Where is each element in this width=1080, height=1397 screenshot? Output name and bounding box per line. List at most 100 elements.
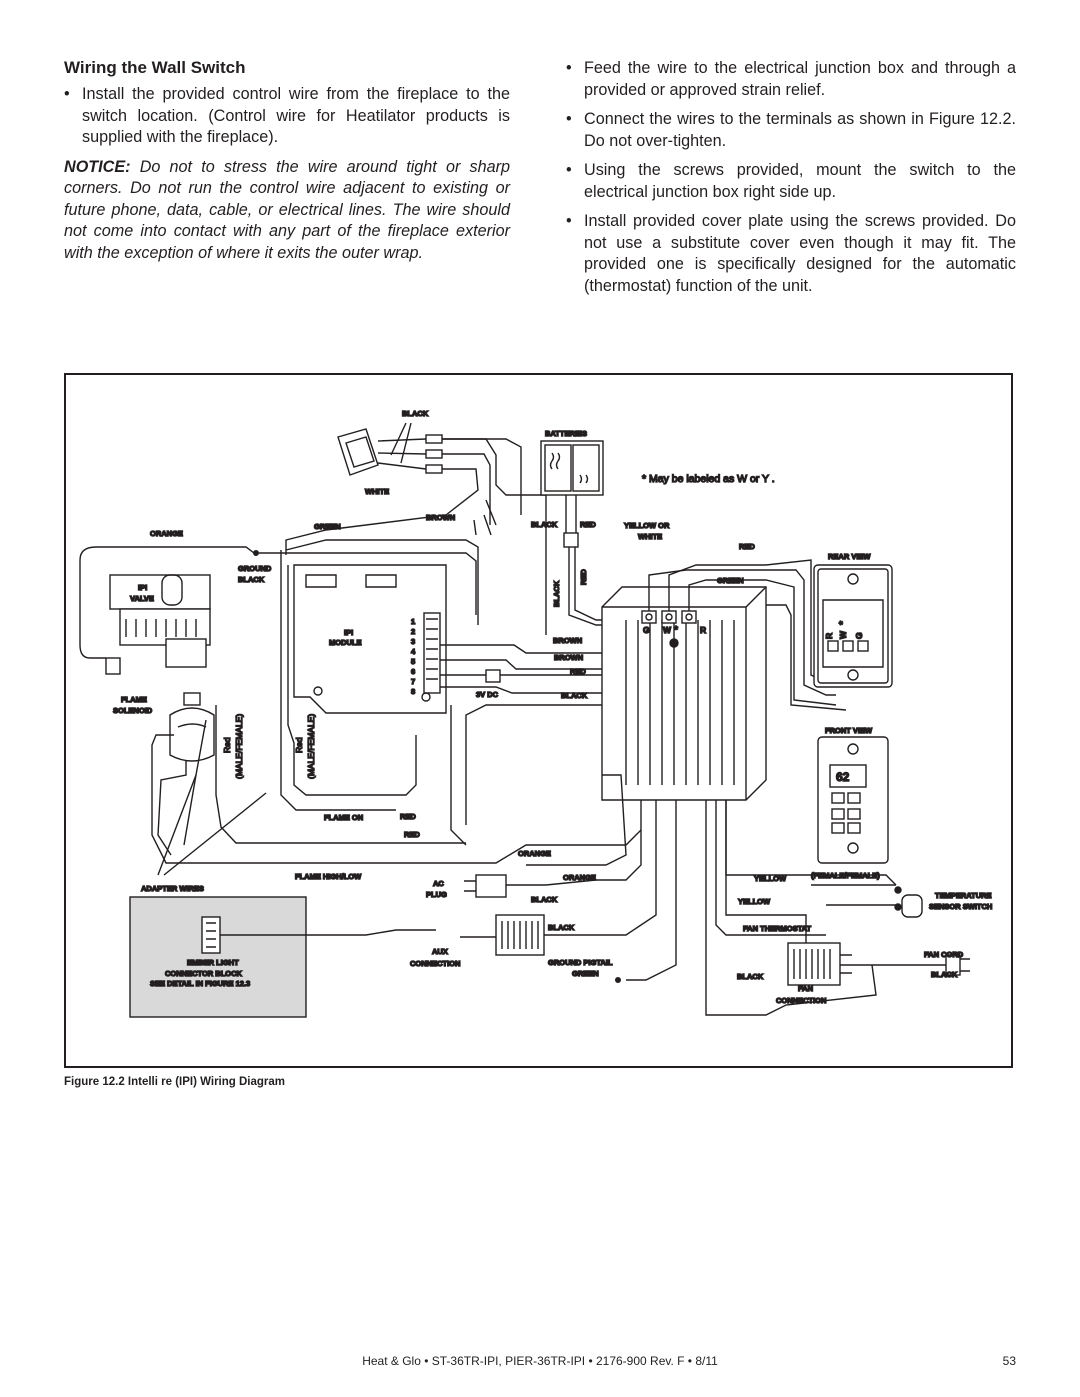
pin-3: 3 [411,637,415,646]
battery-pack-icon [540,440,604,496]
label-brown2: BROWN [553,636,582,645]
label-aux: AUX [432,947,448,956]
ipi-valve-icon [105,574,211,675]
terminal-r: R [700,625,706,635]
label-flame-highlow: FLAME HIGH/LOW [295,872,362,881]
label-sensor-switch: SENSOR SWITCH [929,902,992,911]
label-orange: ORANGE [150,529,183,538]
bullet-glyph: • [566,59,572,77]
wiring-diagram-frame: BLACK WHITE BATTERIES * May be labeled a… [64,373,1013,1068]
aux-connection-icon [460,800,657,956]
bullet-text: Install provided cover plate using the s… [584,212,1016,295]
rear-terminal-r: R [824,633,834,639]
pin-5: 5 [411,657,415,666]
terminal-w: W [663,625,672,635]
label-black2: BLACK [561,691,588,700]
temperature-sensor-switch-icon [894,886,923,918]
label-3vdc: 3V DC [476,690,499,699]
label-female-female: (FEMALE/FEMALE) [811,871,880,880]
display-readout: 62 [836,770,850,784]
label-fan-cord: FAN CORD [924,950,964,959]
label-black5: BLACK [931,970,958,979]
pin-7: 7 [411,677,415,686]
label-green2: GREEN [717,576,744,585]
terminal-g: G [643,625,650,635]
rear-terminal-star: * [837,621,849,625]
label-flame: FLAME [121,695,147,704]
label-batteries: BATTERIES [545,429,587,438]
ac-plug-icon [464,874,507,898]
bullet-glyph: • [566,212,572,230]
label-ipi-module-1: IPI [344,628,353,637]
bullet-glyph: • [566,110,572,128]
label-red2: RED [570,667,586,676]
left-column: Wiring the Wall Switch •Install the prov… [64,58,510,264]
rear-view-switch [813,564,893,688]
pin-6: 6 [411,667,415,676]
label-valve: VALVE [130,594,154,603]
bullet-text: Using the screws provided, mount the swi… [584,161,1016,201]
front-view-switch [817,736,889,864]
label-front-view: FRONT VIEW [825,726,873,735]
bullet-item: •Install the provided control wire from … [64,84,510,149]
flame-solenoid-icon [169,692,215,762]
label-green3: GREEN [572,969,599,978]
label-black3: BLACK [531,895,558,904]
page-number: 53 [1002,1354,1016,1368]
ipi-module-box [293,564,447,714]
label-yellow-or: YELLOW OR [624,521,670,530]
label-battery-black: BLACK [531,520,558,529]
rear-terminal-w: W [838,630,848,639]
fan-connection-icon [787,942,852,986]
label-solenoid: SOLENOID [113,706,153,715]
label-red3: RED [400,812,416,821]
bullet-item: •Using the screws provided, mount the sw… [566,160,1016,203]
pin-8: 8 [411,687,415,696]
label-connector-block: CONNECTOR BLOCK [165,969,243,978]
label-flame-on: FLAME ON [324,813,363,822]
label-red4: RED [404,830,420,839]
bullet-item: • Feed the wire to the electrical junctio… [566,58,1016,101]
section-heading: Wiring the Wall Switch [64,58,246,77]
bullet-text: Feed the wire to the electrical junction… [584,59,1016,99]
label-black4: BLACK [548,923,575,932]
label-adapter-wires: ADAPTER WIRES [141,884,204,893]
label-green: GREEN [314,522,341,531]
pin-4: 4 [411,647,416,656]
bullet-text: Connect the wires to the terminals as sh… [584,110,1016,150]
label-brown: BROWN [426,513,455,522]
label-red: RED [739,542,755,551]
label-black6: BLACK [737,972,764,981]
label-ember-light: EMBER LIGHT [187,958,239,967]
pin-1: 1 [411,617,415,626]
wiring-diagram: BLACK WHITE BATTERIES * May be labeled a… [79,408,993,1018]
label-fan: FAN [798,984,813,993]
fan-cord-plug-icon [945,954,970,976]
label-ac: AC [433,879,444,888]
bullet-text: Install the provided control wire from t… [82,85,510,146]
footer-text: Heat & Glo • ST-36TR-IPI, PIER-36TR-IPI … [362,1354,718,1368]
label-yellow2: YELLOW [738,897,771,906]
rear-terminal-g: G [854,632,864,639]
label-ground-pigtail: GROUND PIGTAIL [548,958,613,967]
label-yellow: YELLOW [754,874,787,883]
label-red-mf-1b: Red [294,737,304,753]
label-connection: CONNECTION [410,959,460,968]
label-black-top: BLACK [402,409,429,418]
right-column: • Feed the wire to the electrical junctio… [566,58,1016,305]
label-white: WHITE [365,487,389,496]
ember-connector-icon [201,916,436,954]
label-red-mf-2b: (MALE/FEMALE) [306,714,316,779]
label-ground: GROUND [238,564,272,573]
label-temperature: TEMPERATURE [935,891,992,900]
label-rot-red: RED [579,569,588,585]
label-red-mf-2a: (MALE/FEMALE) [234,714,244,779]
notice-text: Do not to stress the wire around tight o… [64,157,510,262]
label-rot-black: BLACK [552,580,561,607]
label-see-detail: SEE DETAIL IN FIGURE 12.3 [150,979,250,988]
terminal-star: * [674,624,678,636]
label-fan-thermostat: FAN THERMOSTAT [743,924,811,933]
label-ipi: IPI [138,583,147,592]
bullet-item: • Connect the wires to the terminals as s… [566,109,1016,152]
notice-label: NOTICE: [64,157,131,176]
